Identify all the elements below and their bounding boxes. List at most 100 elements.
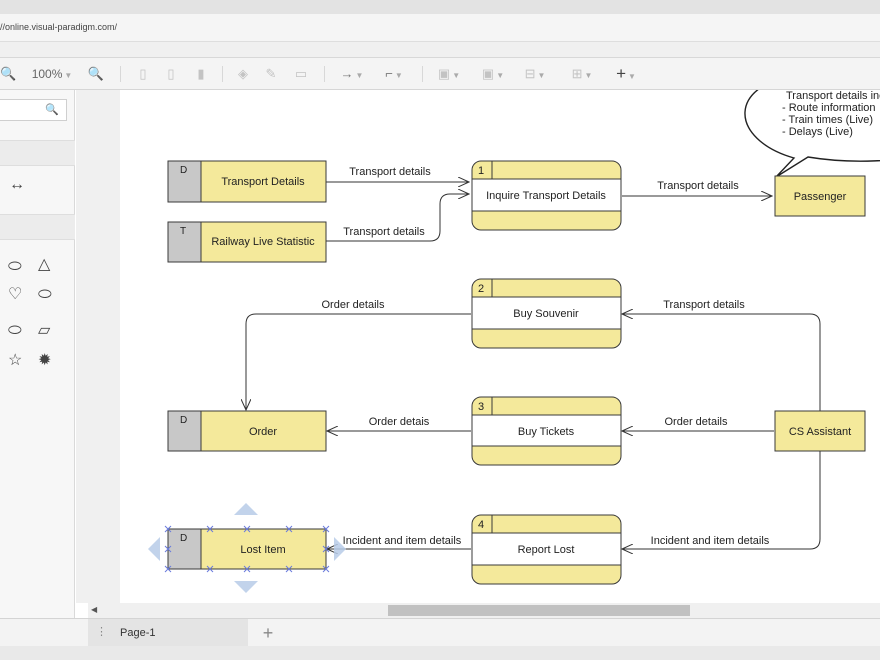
panel-section-header[interactable] — [0, 214, 75, 240]
callout-line: - Route information — [782, 102, 876, 114]
shape-sun-icon[interactable]: ✹ — [38, 352, 51, 370]
flow-label[interactable]: Transport details — [343, 226, 425, 238]
browser-tab-bar — [0, 0, 880, 14]
shape-panel: 🔍 ↔ ⬭ △ ♡ ⬭ ⬭ ▱ ☆ ✹ — [0, 90, 75, 618]
search-icon: 🔍 — [45, 103, 59, 116]
app-menu-strip — [0, 42, 880, 58]
shape-oval-callout-icon[interactable]: ⬭ — [8, 322, 22, 340]
shape-parallelogram-icon[interactable]: ▱ — [38, 322, 50, 340]
page-bar: ⋮ Page-1 + — [0, 618, 880, 646]
zoom-level: 100% — [32, 67, 63, 81]
data-store-railway-live-statistic[interactable]: T Railway Live Statistic — [168, 222, 326, 262]
line-color-icon[interactable]: ✎ — [260, 58, 282, 90]
align-icon[interactable]: ⊟▼ — [518, 58, 552, 90]
diagram-page[interactable]: Transport details Transport details Tran… — [120, 90, 880, 603]
callout-line: Transport details include — [786, 90, 880, 102]
flow-label[interactable]: Incident and item details — [651, 535, 770, 547]
flow-label[interactable]: Transport details — [349, 166, 431, 178]
flow-line[interactable] — [246, 314, 471, 410]
page-menu-icon[interactable]: ⋮ — [96, 625, 107, 638]
flow-label[interactable]: Transport details — [663, 299, 745, 311]
toolbar-divider — [324, 66, 325, 82]
page-tab[interactable]: ⋮ Page-1 — [88, 619, 248, 647]
data-store-name: Lost Item — [240, 544, 285, 556]
scroll-left-icon[interactable]: ◀ — [91, 605, 97, 614]
data-store-id: D — [180, 165, 187, 176]
process-number: 3 — [478, 401, 484, 413]
flow-label[interactable]: Order details — [322, 299, 385, 311]
add-icon[interactable]: +▼ — [608, 58, 644, 90]
scrollbar-thumb[interactable] — [388, 605, 690, 616]
flow-line[interactable] — [622, 314, 820, 412]
paste-icon[interactable]: ▯ — [162, 58, 180, 90]
panel-section-header[interactable] — [0, 140, 75, 166]
flow-label[interactable]: Transport details — [657, 180, 739, 192]
process-buy-tickets[interactable]: 3 Buy Tickets — [472, 397, 621, 465]
data-store-name: Transport Details — [221, 176, 305, 188]
dfd-diagram[interactable]: Transport details Transport details Tran… — [120, 90, 880, 603]
process-name: Inquire Transport Details — [486, 190, 606, 202]
selection-arrow-down[interactable] — [234, 581, 258, 593]
external-entity-name: CS Assistant — [789, 426, 851, 438]
add-page-button[interactable]: + — [256, 621, 280, 645]
process-number: 1 — [478, 165, 484, 177]
toolbar-divider — [222, 66, 223, 82]
data-store-order[interactable]: D Order — [168, 411, 326, 451]
external-entity-name: Passenger — [794, 191, 847, 203]
toolbar-divider — [422, 66, 423, 82]
process-name: Report Lost — [518, 544, 575, 556]
process-name: Buy Tickets — [518, 426, 575, 438]
address-bar[interactable]: //online.visual-paradigm.com/ — [0, 14, 880, 42]
shape-star-icon[interactable]: ☆ — [8, 352, 22, 370]
url-text[interactable]: //online.visual-paradigm.com/ — [0, 22, 117, 32]
zoom-out-icon[interactable]: 🔍 — [0, 58, 16, 90]
process-number: 4 — [478, 519, 484, 531]
data-store-lost-item[interactable]: D Lost Item — [148, 503, 346, 593]
canvas-area[interactable]: Transport details Transport details Tran… — [76, 90, 880, 603]
delete-icon[interactable]: ▮ — [192, 58, 210, 90]
fill-color-icon[interactable]: ◈ — [232, 58, 254, 90]
process-number: 2 — [478, 283, 484, 295]
data-store-id: T — [180, 226, 186, 237]
external-entity-passenger[interactable]: Passenger — [775, 176, 865, 216]
data-store-name: Railway Live Statistic — [211, 236, 315, 248]
bring-front-icon[interactable]: ▣▼ — [432, 58, 466, 90]
distribute-icon[interactable]: ⊞▼ — [562, 58, 602, 90]
process-name: Buy Souvenir — [513, 308, 579, 320]
process-inquire-transport-details[interactable]: 1 Inquire Transport Details — [472, 161, 621, 230]
waypoint-style-icon[interactable]: ⌐▼ — [376, 58, 412, 90]
zoom-in-icon[interactable]: 🔍 — [86, 58, 106, 90]
flow-label[interactable]: Incident and item details — [343, 535, 462, 547]
process-report-lost[interactable]: 4 Report Lost — [472, 515, 621, 584]
data-store-id: D — [180, 533, 187, 544]
callout-line: - Train times (Live) — [782, 114, 873, 126]
shape-triangle-icon[interactable]: △ — [38, 256, 50, 274]
chevron-down-icon: ▼ — [64, 71, 72, 80]
shape-cloud-icon[interactable]: ⬭ — [8, 258, 22, 276]
send-back-icon[interactable]: ▣▼ — [476, 58, 510, 90]
connector-shape[interactable]: ↔ — [9, 176, 25, 194]
shape-search-input[interactable]: 🔍 — [0, 99, 67, 121]
horizontal-scrollbar[interactable]: ◀ — [88, 603, 880, 618]
selection-arrow-up[interactable] — [234, 503, 258, 515]
data-store-name: Order — [249, 426, 277, 438]
zoom-select[interactable]: 100%▼ — [20, 58, 84, 90]
window-bottom-edge — [0, 646, 880, 660]
copy-icon[interactable]: ▯ — [134, 58, 152, 90]
data-store-transport-details[interactable]: D Transport Details — [168, 161, 326, 202]
shape-heart-icon[interactable]: ♡ — [8, 286, 22, 304]
process-buy-souvenir[interactable]: 2 Buy Souvenir — [472, 279, 621, 348]
selection-arrow-left[interactable] — [148, 537, 160, 561]
add-label: + — [616, 64, 626, 83]
toolbar-divider — [120, 66, 121, 82]
callout-line: - Delays (Live) — [782, 126, 853, 138]
shape-bubble-icon[interactable]: ⬭ — [38, 286, 52, 304]
shadow-icon[interactable]: ▭ — [290, 58, 312, 90]
external-entity-cs-assistant[interactable]: CS Assistant — [775, 411, 865, 451]
page-name: Page-1 — [120, 627, 155, 639]
flow-label[interactable]: Order detais — [369, 416, 430, 428]
connector-style-icon[interactable]: →▼ — [334, 58, 370, 90]
flow-label[interactable]: Order details — [665, 416, 728, 428]
data-store-id: D — [180, 415, 187, 426]
